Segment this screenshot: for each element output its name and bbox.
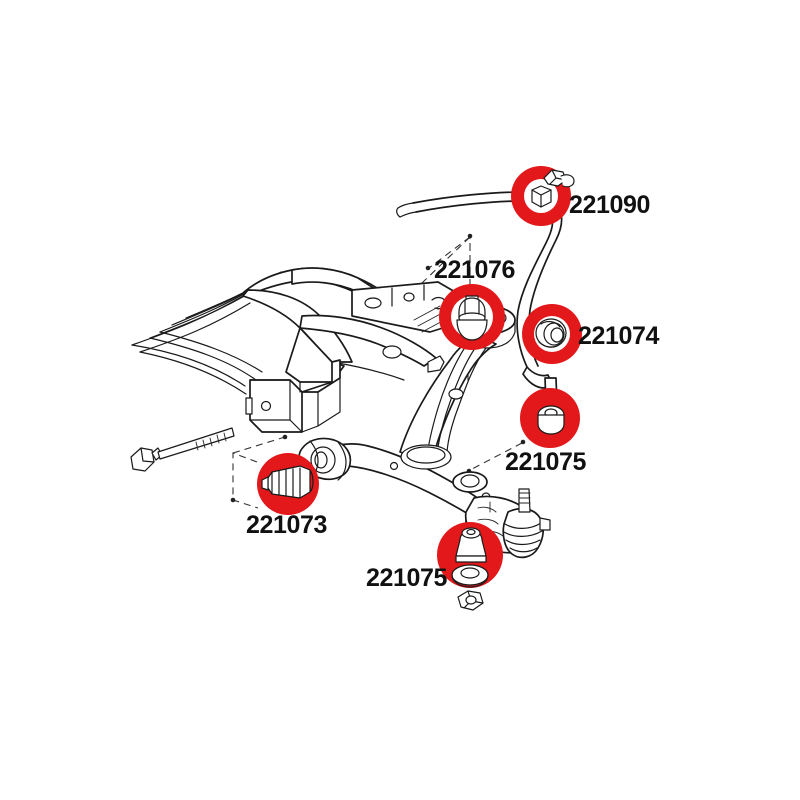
highlight-221074 xyxy=(522,304,582,364)
subframe-bracket-back2 xyxy=(317,377,341,427)
subframe-fan-2 xyxy=(139,302,251,353)
highlight-221075-upper xyxy=(520,388,580,448)
ball-joint-tab xyxy=(539,517,551,531)
leader-221076-left2 xyxy=(428,236,471,269)
ball-joint-boot-rib-1 xyxy=(504,522,542,529)
washer-bore xyxy=(460,567,480,579)
subframe-lower-edge xyxy=(331,361,405,381)
leader-dot-221076-b xyxy=(425,265,431,271)
ball-joint-boot-rib-3 xyxy=(505,539,541,546)
bolt-thread-2 xyxy=(202,439,206,449)
subframe-fan-9 xyxy=(149,337,257,381)
subframe-fan-7 xyxy=(131,344,246,387)
upper-link-bush-body xyxy=(537,414,565,435)
ball-joint xyxy=(502,488,551,559)
subframe-hatch-1 xyxy=(413,305,441,321)
ball-joint-boot xyxy=(502,507,544,559)
leader-221073-up xyxy=(232,436,286,454)
anti-roll-bar-outer xyxy=(412,191,563,367)
subframe-hole-2 xyxy=(403,292,415,302)
link-bush-inner-sleeve xyxy=(550,327,564,343)
subframe-lug xyxy=(427,355,445,373)
bolt-thread-5 xyxy=(223,432,227,442)
arb-bush-clamp-ear xyxy=(560,174,575,188)
leader-dot-221073-b xyxy=(230,497,236,503)
ball-joint-boot-rib-4 xyxy=(509,547,538,553)
front-bush-skirt xyxy=(456,319,488,341)
part-number-labels: 221090 221076 221074 221075 221073 22107… xyxy=(246,191,660,592)
lower-link-bush-bore xyxy=(466,528,476,536)
leader-221075-upper xyxy=(469,442,523,471)
link-bush-hi-2 xyxy=(538,341,561,348)
subframe-centre-web xyxy=(242,289,353,363)
highlight-221090 xyxy=(511,166,575,226)
label-221075-lower: 221075 xyxy=(366,564,448,592)
bolt-thread-1 xyxy=(195,441,199,451)
label-221074: 221074 xyxy=(578,322,660,350)
label-221090: 221090 xyxy=(569,191,650,219)
wishbone-small-hole xyxy=(389,461,399,471)
ball-joint-boot-rib-2 xyxy=(503,530,543,537)
highlight-221076 xyxy=(439,284,505,350)
subframe-bracket-lug xyxy=(245,397,253,415)
subframe-bracket-back xyxy=(301,391,319,433)
leader-221076-left xyxy=(398,236,471,306)
subframe-bracket-hole xyxy=(260,400,272,412)
subframe-fan-10 xyxy=(159,331,263,373)
wishbone-rear-eye-lip2 xyxy=(337,441,347,481)
bolt-thread-3 xyxy=(209,437,213,447)
link-bush-hi-1 xyxy=(540,321,561,328)
label-221076: 221076 xyxy=(434,256,515,284)
wishbone-rib-3 xyxy=(446,347,487,453)
anti-roll-bar-tip-top xyxy=(397,202,414,209)
lower-link-bush-base xyxy=(455,555,487,563)
wishbone-plate-detail-2 xyxy=(477,518,499,525)
bolt-head-face xyxy=(140,447,155,463)
rear-bush-far-end xyxy=(309,469,314,493)
subframe-lower-hole xyxy=(382,345,402,359)
leader-dot-221075-upper xyxy=(520,439,526,445)
rear-bush-end-cap xyxy=(261,476,269,491)
wishbone-lightening-hole-inner xyxy=(406,446,446,464)
subframe-hole-1 xyxy=(364,297,382,309)
arb-bush-clamp-fold2 xyxy=(549,177,557,185)
highlight-221073 xyxy=(257,453,319,515)
ball-joint-stud xyxy=(518,488,531,513)
wishbone-rib-2 xyxy=(436,343,479,457)
washer-side xyxy=(451,574,489,588)
leader-221073-box xyxy=(232,452,259,509)
anti-roll-bar-tip-cap xyxy=(396,207,401,218)
leader-dot-221076 xyxy=(467,233,473,239)
label-221073: 221073 xyxy=(246,511,327,539)
leader-dot-221073 xyxy=(282,434,288,440)
wishbone-plate-detail-1 xyxy=(477,506,497,513)
wishbone-upper-hole xyxy=(448,388,464,400)
bolt-thread-4 xyxy=(216,434,220,444)
anti-roll-bar-tip-bot xyxy=(399,211,417,218)
subframe-crossmember xyxy=(131,267,464,433)
wishbone-link-bore xyxy=(460,474,480,488)
hex-nut-bore xyxy=(465,595,477,605)
label-221075-upper: 221075 xyxy=(505,448,587,476)
mounting-bolt xyxy=(130,427,235,472)
washer-and-nut xyxy=(451,564,489,611)
subframe-fan-8 xyxy=(139,351,247,395)
